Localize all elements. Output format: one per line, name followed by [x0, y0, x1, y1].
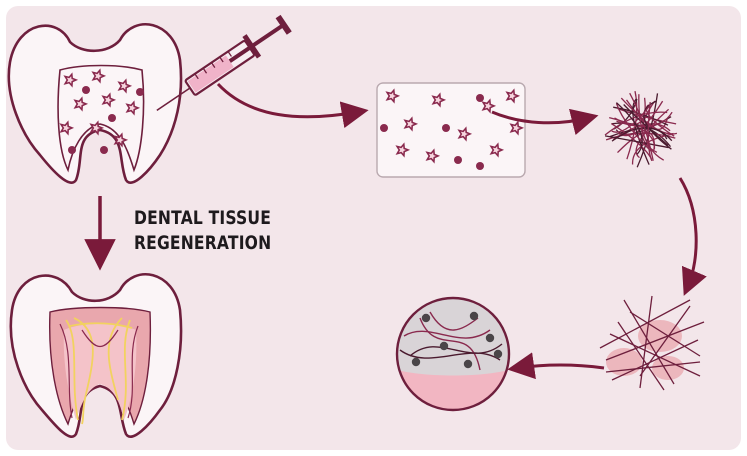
- cell-dot: [82, 86, 90, 94]
- scaffold-sphere-icon: [390, 290, 516, 410]
- cell-dot: [108, 114, 116, 122]
- arrow-fibers-to-seeded: [680, 178, 696, 286]
- cell-dot: [442, 124, 450, 132]
- cell-dot: [476, 94, 484, 102]
- cell-dot: [100, 146, 108, 154]
- cell-dot: [486, 334, 494, 342]
- cell-suspension-icon: [377, 83, 525, 177]
- cell-dot: [476, 162, 484, 170]
- seeded-fibers-icon: [600, 296, 704, 390]
- fiber-scaffold-icon: [605, 91, 677, 167]
- cell-dot: [454, 156, 462, 164]
- arrow-seeded-to-sphere: [518, 365, 604, 368]
- cell-dot: [68, 146, 76, 154]
- arrow-syringe-to-cells: [218, 84, 358, 117]
- cell-dot: [440, 342, 448, 350]
- regenerated-tooth-icon: [11, 274, 181, 436]
- cell-dot: [422, 314, 430, 322]
- cell-dot: [136, 88, 144, 96]
- caption-dental-tissue-regeneration: DENTAL TISSUE REGENERATION: [134, 206, 271, 256]
- cell-dot: [494, 350, 502, 358]
- tooth-with-cells-icon: [9, 24, 181, 182]
- cell-dot: [470, 312, 478, 320]
- caption-line-2: REGENERATION: [134, 231, 271, 256]
- caption-line-1: DENTAL TISSUE: [134, 206, 271, 231]
- cell-dot: [464, 360, 472, 368]
- cell-dot: [412, 358, 420, 366]
- cell-dot: [380, 124, 388, 132]
